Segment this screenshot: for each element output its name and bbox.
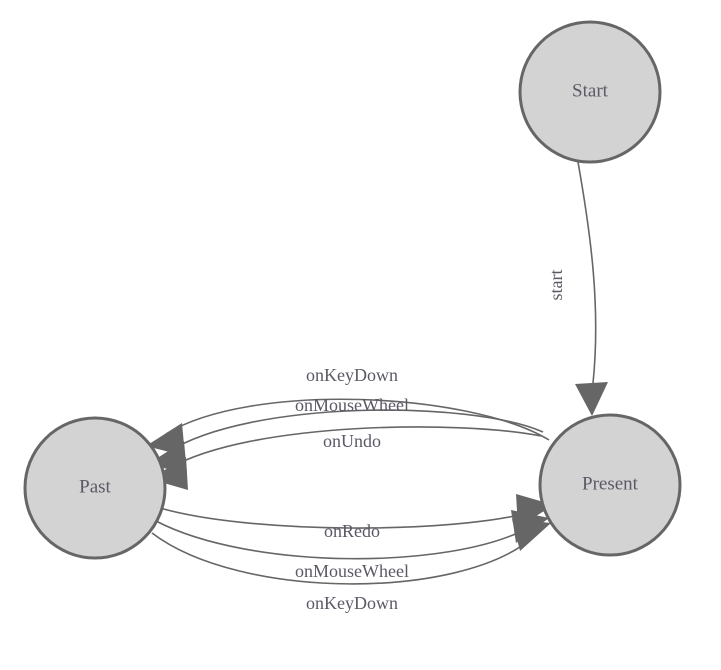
- edge-label-present-past-onkeydown: onKeyDown: [306, 365, 398, 385]
- node-start-label: Start: [572, 80, 609, 101]
- edge-label-present-past-onmousewheel: onMouseWheel: [295, 395, 409, 415]
- arrowhead-start-present: [575, 382, 608, 416]
- edge-label-past-present-onmousewheel: onMouseWheel: [295, 561, 409, 581]
- edge-path-present-past-3: [169, 426, 542, 469]
- node-past-label: Past: [79, 476, 111, 497]
- node-present-label: Present: [582, 473, 639, 494]
- edge-path-past-present-3: [151, 532, 533, 585]
- node-start-circle: [518, 20, 662, 164]
- edge-past-to-present-onkeydown[interactable]: [151, 519, 551, 585]
- node-past-circle: [23, 416, 167, 560]
- arrowhead-past-present-3: [512, 519, 551, 551]
- edge-label-start: start: [546, 270, 566, 301]
- edge-path-present-past-1: [165, 398, 550, 441]
- node-past[interactable]: Past: [23, 416, 167, 560]
- edge-path-past-present-1: [159, 507, 533, 529]
- node-present-circle: [538, 413, 682, 557]
- edge-label-past-present-onkeydown: onKeyDown: [306, 593, 398, 613]
- node-present[interactable]: Present: [538, 413, 682, 557]
- node-start[interactable]: Start: [518, 20, 662, 164]
- edge-label-present-past-onundo: onUndo: [323, 431, 381, 451]
- edge-start-to-present[interactable]: [575, 161, 608, 416]
- edge-label-past-present-onredo: onRedo: [324, 521, 380, 541]
- edge-path-present-past-2: [167, 409, 544, 453]
- edge-path-start-present: [577, 161, 597, 393]
- edge-path-past-present-2: [155, 520, 529, 560]
